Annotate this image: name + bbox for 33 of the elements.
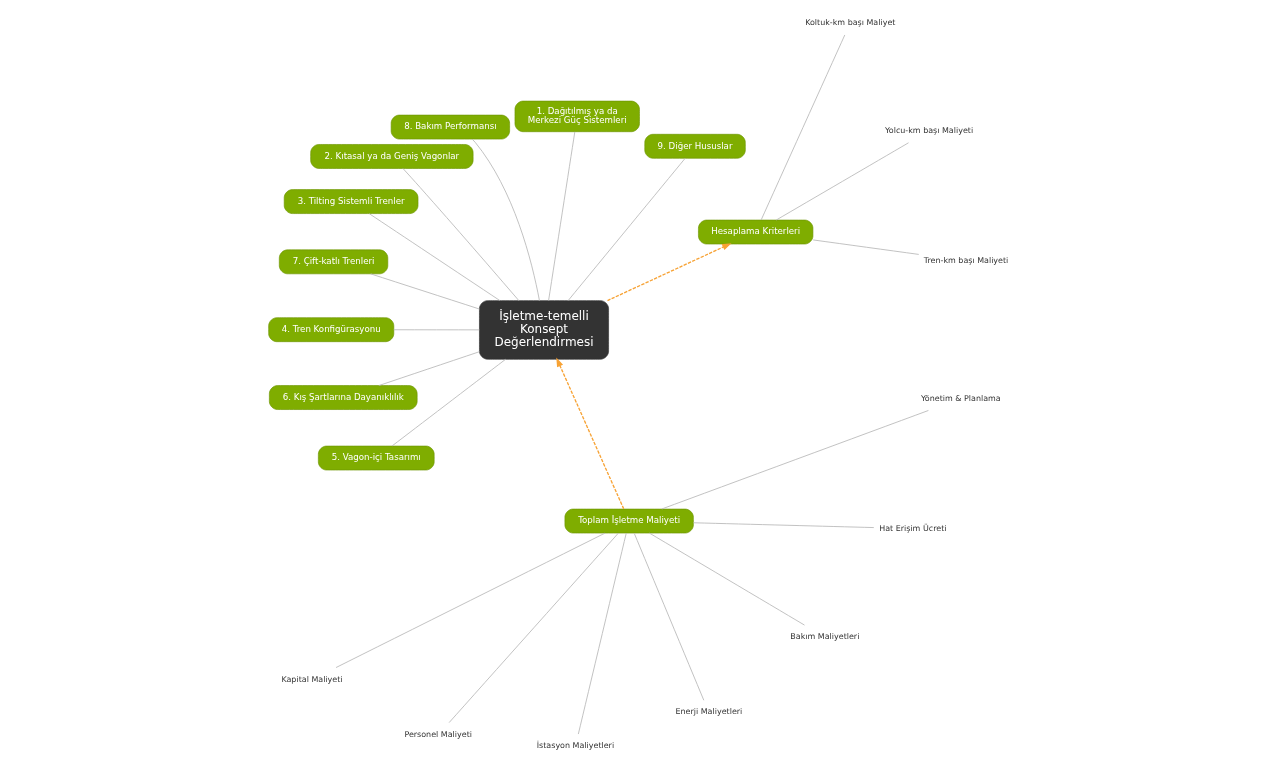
- connector: [567, 157, 686, 302]
- connector: [633, 532, 705, 701]
- connector: [391, 358, 506, 447]
- node-box: 9. Diğer Hususlar: [644, 133, 746, 159]
- node-box: 7. Çift-katlı Trenleri: [278, 249, 389, 275]
- node-box: Toplam İşletme Maliyeti: [564, 508, 694, 534]
- node-box: 5. Vagon-içi Tasarımı: [318, 445, 435, 471]
- connector: [760, 34, 846, 221]
- connector: [471, 138, 540, 302]
- node-box: 8. Bakım Performansı: [390, 114, 510, 140]
- node-box: 3. Tilting Sistemli Trenler: [283, 189, 419, 214]
- connector: [661, 410, 929, 510]
- connector: [648, 532, 805, 626]
- node-box: 1. Dağıtılmış ya da Merkezi Güç Sistemleri: [514, 100, 640, 133]
- arrow: [606, 243, 732, 302]
- connector: [368, 213, 501, 301]
- connector: [448, 532, 619, 724]
- connector: [548, 131, 576, 301]
- connector: [693, 522, 875, 528]
- node-box: 2. Kıtasal ya da Geniş Vagonlar: [310, 144, 474, 169]
- connector: [402, 168, 520, 301]
- node-box: Hesaplama Kriterleri: [698, 219, 814, 245]
- connector: [577, 532, 627, 735]
- connector: [775, 142, 909, 221]
- node-box: İşletme-temelli Konsept Değerlendirmesi: [479, 300, 609, 360]
- connector: [370, 273, 480, 310]
- connector: [812, 239, 920, 255]
- connector: [393, 329, 480, 331]
- connector: [378, 351, 480, 386]
- connector: [335, 532, 606, 668]
- node-box: 4. Tren Konfigürasyonu: [268, 317, 395, 342]
- node-box: 6. Kış Şartlarına Dayanıklılık: [269, 385, 418, 410]
- arrow: [556, 357, 625, 510]
